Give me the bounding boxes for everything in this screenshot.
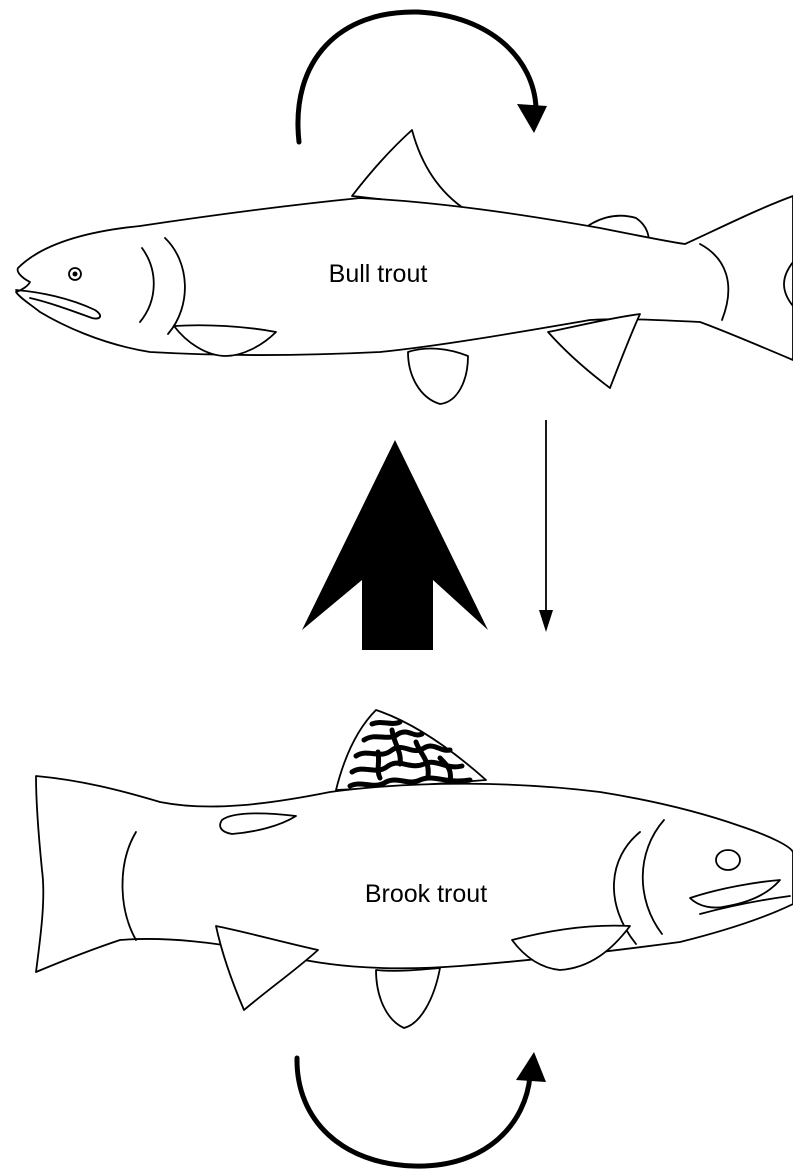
thin-arrow-head — [539, 610, 553, 632]
brook-trout-body — [36, 776, 793, 972]
brook-trout-figure: Brook trout — [36, 710, 793, 1028]
brook-trout-pelvic-fin — [376, 968, 440, 1028]
brook-trout-self-loop-arrow — [297, 1052, 546, 1166]
brook-trout-loop-arrowhead — [516, 1052, 546, 1082]
bull-trout-loop-arrowhead — [517, 104, 547, 133]
bull-trout-loop-curve — [298, 12, 536, 142]
brook-trout-loop-curve — [297, 1058, 530, 1166]
brook-trout-label: Brook trout — [365, 880, 487, 908]
brook-to-bull-large-arrow — [302, 440, 488, 650]
large-arrow-shaft — [362, 578, 433, 650]
bull-trout-self-loop-arrow — [298, 12, 547, 142]
bull-to-brook-thin-arrow — [539, 420, 553, 632]
bull-trout-label: Bull trout — [329, 260, 428, 288]
bull-trout-pupil — [73, 272, 78, 277]
bull-trout-pelvic-fin — [408, 349, 468, 404]
bull-trout-figure: Bull trout — [16, 130, 793, 404]
brook-trout-eye — [716, 850, 740, 870]
